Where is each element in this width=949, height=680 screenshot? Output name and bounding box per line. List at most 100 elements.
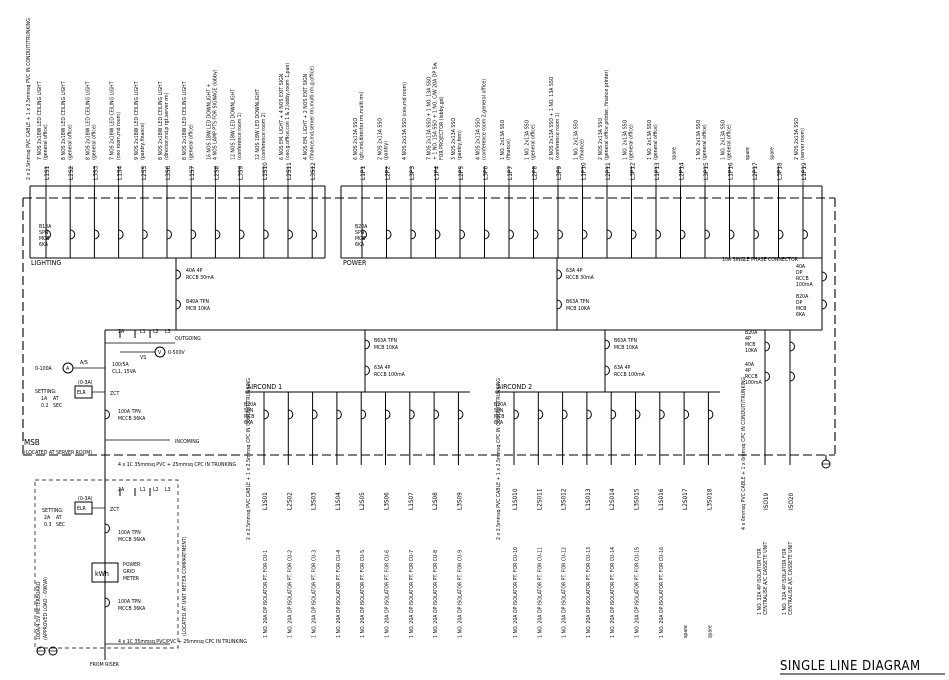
circuit-id: ISO19 [762,492,770,510]
iso-rccb-3: RCCB [745,374,758,380]
breaker-symbol [680,229,686,240]
meter-label-3: METER [123,576,140,582]
lighting-mcb-label-1: B40A TPN [186,299,209,305]
msb-boundary [22,197,836,456]
as-label: A/S [80,360,88,366]
circuit-description: 2 NOS 2x13A SSO [378,118,384,160]
mb-elr-range: (0-3A) [78,496,93,502]
lighting-protection: 40A 4P RCCB 30mA B40A TPN MCB 10KA [175,258,215,330]
circuit-description: 7 NOS 2x13A SSO + 1 NO. 13A SSO [427,76,433,160]
circuit-description: (conference room 2,general office) [482,79,488,160]
breaker-symbol [458,409,464,420]
diagram-title: SINGLE LINE DIAGRAM [780,659,921,674]
circuit-id: L2S014 [608,488,616,510]
circuit-description: 1 NO. 20A DP ISOLATOR PT. FOR CU-12 [562,547,568,638]
mcb-rating: B20A [355,224,368,230]
circuit-description: spare [683,625,689,638]
aircond1-label: AIRCOND 1 [247,383,282,391]
incomer-phase-2a: 2A [118,329,125,335]
breaker-symbol [409,409,415,420]
aircond2-rccb-1: 63A 4P [614,365,631,371]
breaker-symbol [386,229,392,240]
power-protection: 63A 4P RCCB 30mA B63A TPN MCB 10KA [556,258,595,330]
circuit-description: (general office) [67,124,73,160]
mb-setting-title: SETTING: [42,508,64,514]
aircond2-circuits: L1S010 1 NO. 20A DP ISOLATOR PT. FOR CU-1… [494,378,713,638]
circuit-description: (general office) [531,124,537,160]
breaker-symbol [435,229,441,240]
circuit-description: spare [707,625,713,638]
circuit-id: L1P10 [580,162,588,180]
circuit-description: 1 NO. 20A DP ISOLATOR PT. FOR CU-2 [287,550,293,638]
mcb-rating: B10A [39,224,52,230]
lighting-bus [29,185,326,259]
aircond1-rccb-1: 63A 4P [374,365,391,371]
circuit-description: 4 NOS EM. LIGHT + 2 NOS EXIT SIGN [303,73,309,160]
circuit-id: L2S02 [285,492,293,510]
circuit-id: L3P3 [408,166,416,180]
breaker-symbol [631,229,637,240]
circuit-description: 2 NOS 2x13A SSO + 1 NO. 13A SSO [549,76,555,160]
breaker-symbol [70,229,76,240]
circuit-id: L2P8 [531,166,539,180]
circuit-description: (finance,md,server rm,multi rm,g.office) [309,66,315,160]
mb-zct: ZCT [110,507,119,513]
breaker-symbol [704,229,710,240]
circuit-id: L3P12 [629,162,637,180]
mcb-rating: MCB [494,414,505,420]
breaker-symbol [191,229,197,240]
circuit-description: 1 NO. 2x13A SSO [525,119,531,160]
lighting-mcb-label-2: MCB 10KA [186,306,211,312]
circuit-id: L3S6 [164,165,172,180]
circuit-id: L3P15 [702,162,710,180]
breaker-symbol [94,229,100,240]
right-mcb-3: MCB [796,306,807,312]
circuit-description: 4 NOS 2x13A SSO (ceo,md room) [402,82,408,160]
right-mcb-1: B20A [796,294,809,300]
cable-spec: 2 x 2.5mmsq PVC CABLE + 1 x 2.5mmsq CPC … [496,378,502,540]
breaker-symbol [118,229,124,240]
circuit-description: (general office printer, finance printer… [604,70,610,160]
right-dp-branch: 40A DP RCCB 100mA B20A DP MCB 6KA [796,186,827,330]
mcb-rating: MCB [244,414,255,420]
circuit-description: 9 NOS 2x18W LED CEILING LIGHT [134,81,140,160]
breaker-symbol [513,409,519,420]
cable-spec: 4 x 6mmsq PVC CABLE + 1 x 6mmsq CPC IN C… [741,377,747,530]
circuit-description: (conference room 1) [237,112,243,160]
circuit-description: (ceo,g.office,con 1 & 2,lobby,room 1,pan… [285,63,291,160]
circuit-id: L1P1 [359,166,367,180]
circuit-id: L2S011 [535,488,543,510]
circuit-id: L3S09 [455,492,463,510]
mcb-rating: B20A [244,402,257,408]
earth-icon [821,455,831,469]
cable-spec: 2 x 2.5mmsq PVC CABLE + 1 x 2.5mmsq CPC … [246,378,252,540]
circuit-description: 1 NO. 20A DP ISOLATOR PT. FOR CU-4 [336,550,342,638]
breaker-symbol [385,409,391,420]
circuit-description: 1 NO. 20A DP ISOLATOR PT. FOR CU-9 [457,550,463,638]
power-mcb-label-1: B63A TPN [566,299,589,305]
circuit-id: L1P19 [800,162,808,180]
mcb-rating: 6KA [244,420,254,426]
breaker-symbol [434,409,440,420]
circuit-description: 1 NO. 32A 4P ISOLATOR FOR [757,548,763,615]
breaker-symbol [538,409,544,420]
circuit-id: L1S010 [511,488,519,510]
circuit-id: L2P11 [604,162,612,180]
circuit-description: (director,md,p rgt,server rm) [164,92,170,160]
right-rccb-4: 100mA [796,282,813,288]
circuit-description: (server room) [800,128,806,160]
circuit-id: L2S017 [681,488,689,510]
right-mcb-2: DP [796,300,803,306]
mcb-rating: SPN [244,408,254,414]
circuit-id: L1S1 [43,165,51,180]
circuit-description: 7 NOS 2x18W LED CEILING LIGHT [37,81,43,160]
circuit-id: L3S012 [560,488,568,510]
aircond2-mcb-1: B63A TPN [614,338,637,344]
aircond2-mcb-2: MCB 10KA [614,345,639,351]
riser-cable: 4 x 1C 35mmsq PVC + 25mmsq CPC IN TRUNKI… [118,462,236,468]
circuit-id: L1S7 [188,165,196,180]
circuit-description: (general office) [727,124,733,160]
breaker-symbol [312,409,318,420]
msb-location: (LOCATED AT SERVER ROOM) [24,450,92,456]
